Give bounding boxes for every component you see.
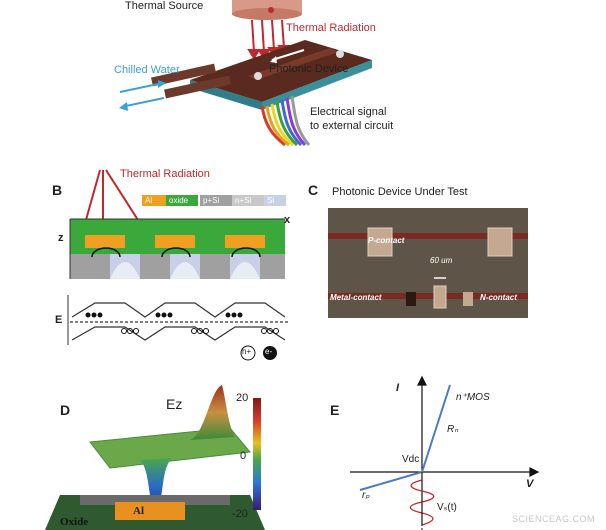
axis-e-label: E: [55, 314, 63, 326]
iv-curve-drawing: [350, 375, 540, 530]
thermal-source-label: Thermal Source: [125, 0, 204, 12]
photonic-device-plate: [190, 40, 372, 110]
legend-n-si: n+Si: [232, 195, 264, 206]
axis-v-label: V: [526, 478, 534, 490]
field-plot-drawing: [45, 385, 265, 530]
holes-label: h+: [242, 347, 252, 356]
electrical-signal-label-1: Electrical signal: [310, 106, 387, 118]
panel-c-letter: C: [308, 182, 319, 198]
legend-si: Si: [264, 195, 286, 206]
panel-b-letter: B: [52, 182, 63, 198]
panel-e-letter: E: [330, 402, 340, 418]
thermal-radiation-label-a: Thermal Radiation: [286, 22, 376, 34]
field-surface: [89, 385, 251, 515]
scale-bar-label: 60 um: [430, 256, 453, 265]
colorbar-max-label: 20: [236, 392, 249, 404]
panel-a-drawing: [119, 0, 372, 147]
chilled-water-pipes: [119, 63, 231, 111]
electrons-label: e-: [265, 347, 273, 356]
rp-label: rₚ: [362, 490, 370, 501]
legend-oxide: oxide: [166, 195, 198, 206]
vdc-label: Vdc: [402, 454, 420, 465]
axis-x-label: x: [284, 214, 291, 226]
metal-contact-label: Metal-contact: [330, 293, 382, 302]
ribbon-cable: [260, 95, 311, 147]
device-cross-section: [70, 219, 285, 279]
vs-label: Vₛ(t): [437, 502, 457, 513]
iv-curve: [359, 384, 451, 491]
watermark: SCIENCEAG.COM: [512, 514, 596, 524]
oxide-label: Oxide: [60, 516, 89, 528]
legend-al: Al: [142, 195, 166, 206]
electron-legend-icon: [263, 346, 277, 360]
electrical-signal-label-2: to external circuit: [310, 120, 394, 132]
cross-section-axes: [67, 218, 285, 345]
energy-band-diagram: [70, 302, 290, 341]
hole-dots: [85, 312, 243, 318]
axis-i-label: I: [396, 382, 400, 394]
photonic-device-label: Photonic Device: [269, 63, 349, 75]
hole-legend-icon: [240, 345, 256, 361]
legend-p-si: p+Si: [200, 195, 232, 206]
axis-z-label: z: [58, 232, 64, 244]
al-label: Al: [133, 505, 144, 517]
chilled-water-label: Chilled Water: [114, 64, 180, 76]
device-micrograph: [328, 208, 528, 318]
electron-circles: [121, 328, 279, 334]
colorbar: [253, 398, 261, 510]
thermal-source-cylinder: [232, 0, 302, 20]
panel-b-drawing: [67, 169, 290, 361]
p-contact-label: P-contact: [368, 236, 405, 245]
panel-c-title: Photonic Device Under Test: [332, 186, 468, 198]
rn-label: Rₙ: [447, 424, 459, 435]
device-block-d: [45, 495, 265, 530]
nmos-label: n⁺MOS: [456, 392, 490, 403]
field-label: Ez: [166, 396, 183, 412]
colorbar-zero-label: 0: [240, 450, 247, 462]
thermal-radiation-label-b: Thermal Radiation: [120, 168, 210, 180]
colorbar-min-label: -20: [232, 508, 248, 520]
n-contact-label: N-contact: [480, 293, 517, 302]
panel-d-letter: D: [60, 402, 71, 418]
